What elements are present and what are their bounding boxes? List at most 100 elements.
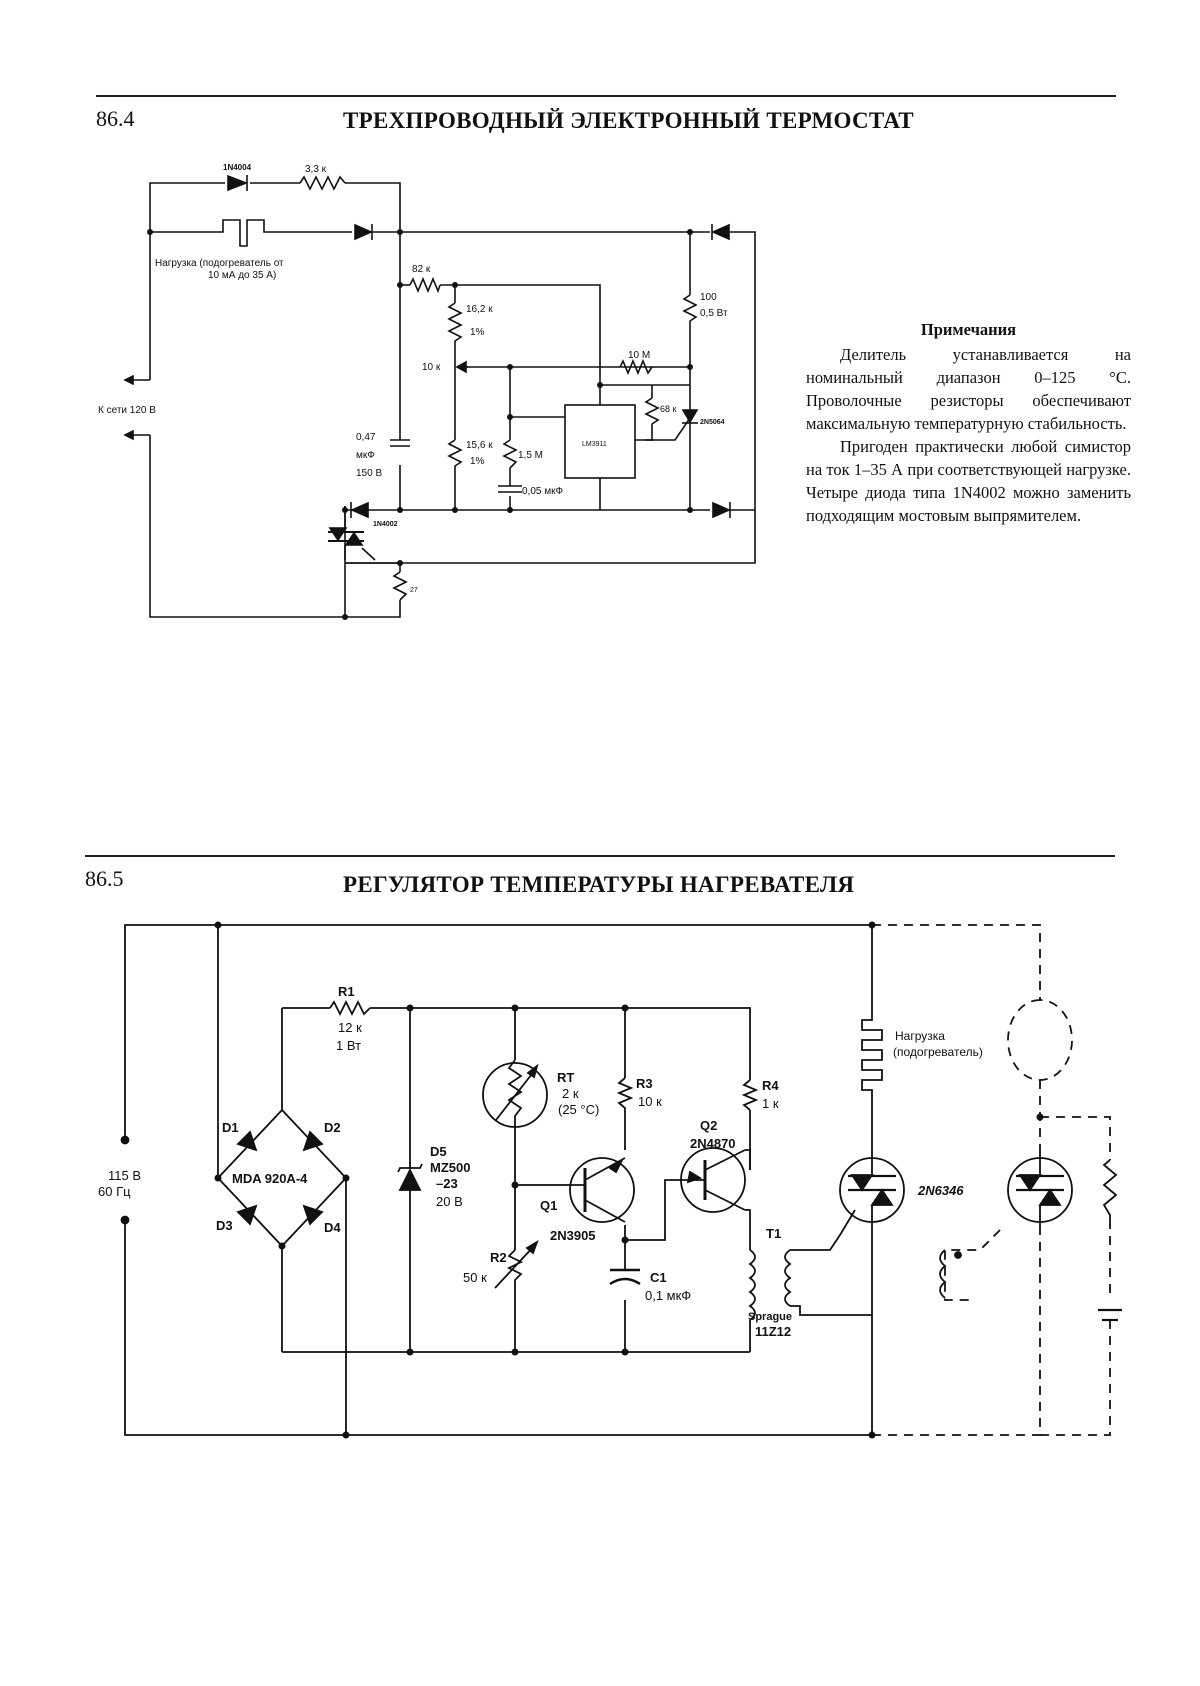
transistor-q1 <box>569 1157 635 1223</box>
label-100: 100 <box>700 292 717 303</box>
resistor-15-6k <box>447 439 463 470</box>
scr-2n5064 <box>681 409 699 424</box>
label-r2: R2 <box>490 1250 507 1265</box>
label-triac: 2N6346 <box>917 1183 964 1198</box>
diode-d1 <box>236 1130 258 1152</box>
label-mains-120: К сети 120 В <box>98 405 156 416</box>
label-r1-watt: 1 Вт <box>336 1038 361 1053</box>
section-title-2: РЕГУЛЯТОР ТЕМПЕРАТУРЫ НАГРЕВАТЕЛЯ <box>343 872 855 897</box>
label-load-2: (подогреватель) <box>893 1045 983 1059</box>
label-rt-value: 2 к <box>562 1086 579 1101</box>
label-0-47: 0,47 <box>356 432 376 443</box>
diode-d2-bridge <box>302 1130 324 1152</box>
diode-d3 <box>711 223 730 241</box>
label-c1-value: 0,1 мкФ <box>645 1288 691 1303</box>
notes-paragraph-2: Пригоден практически любой симистор на т… <box>806 437 1131 525</box>
triac-main <box>328 527 364 546</box>
label-15-6k-tol: 1% <box>470 456 485 467</box>
label-d5: D5 <box>430 1144 447 1159</box>
section-number-1: 86.4 <box>96 106 135 131</box>
load-heater-2 <box>861 1010 883 1150</box>
label-r1: R1 <box>338 984 355 999</box>
resistor-68k <box>644 397 660 428</box>
zener-d5 <box>397 1163 423 1191</box>
resistor-16-2k <box>447 302 463 345</box>
label-1n4004: 1N4004 <box>223 163 252 172</box>
header-rule-1 <box>96 95 1116 97</box>
section-title-1: ТРЕХПРОВОДНЫЙ ЭЛЕКТРОННЫЙ ТЕРМОСТАТ <box>343 108 914 133</box>
wire-d3 <box>345 231 756 564</box>
notes-paragraph-1: Делитель устанавливается на номинальный … <box>806 345 1131 433</box>
label-d1: D1 <box>222 1120 239 1135</box>
resistor-r2 <box>506 1249 524 1285</box>
load-heater <box>218 219 270 247</box>
coil-alt <box>939 1249 947 1299</box>
label-mains-v: 115 В <box>108 1168 141 1183</box>
diode-d3-bridge <box>236 1204 258 1226</box>
section-number-2: 86.5 <box>85 866 124 891</box>
resistor-27 <box>392 571 408 601</box>
label-d5-volt: 20 В <box>436 1194 463 1209</box>
diode-1n4004 <box>227 174 249 192</box>
label-q1-value: 2N3905 <box>550 1228 596 1243</box>
label-d3: D3 <box>216 1218 233 1233</box>
label-d5-value: MZ500 <box>430 1160 470 1175</box>
diode-d4 <box>302 1204 324 1226</box>
label-load2: 10 мА до 35 А) <box>208 270 276 281</box>
label-0-47-uf: мкФ <box>356 450 375 461</box>
label-pot-10k: 10 к <box>422 362 441 373</box>
label-q2: Q2 <box>700 1118 717 1133</box>
resistor-3-3k <box>299 175 346 191</box>
label-0-05uf: 0,05 мкФ <box>522 486 563 497</box>
label-load: Нагрузка <box>895 1029 945 1043</box>
label-1n4002: 1N4002 <box>373 521 398 528</box>
label-d4: D4 <box>324 1220 341 1235</box>
label-d5-value2: –23 <box>436 1176 458 1191</box>
notes-heading: Примечания <box>920 320 1017 339</box>
label-r3: R3 <box>636 1076 653 1091</box>
wire-r33-right <box>345 182 401 232</box>
diode-d2 <box>354 223 373 241</box>
label-c1: C1 <box>650 1270 667 1285</box>
label-load: Нагрузка (подогреватель от <box>155 258 284 269</box>
resistor-r4 <box>741 1079 759 1111</box>
label-q1: Q1 <box>540 1198 557 1213</box>
label-rt: RT <box>557 1070 574 1085</box>
label-100-w: 0,5 Вт <box>700 308 728 319</box>
notes-block: Примечания Делитель устанавливается на н… <box>806 318 1131 527</box>
label-82k: 82 к <box>412 264 431 275</box>
label-r2-value: 50 к <box>463 1270 487 1285</box>
label-r1-value: 12 к <box>338 1020 362 1035</box>
header-rule-2 <box>85 855 1115 857</box>
label-r3-value: 10 к <box>638 1094 662 1109</box>
transformer-t1-primary <box>748 1249 756 1321</box>
resistor-100 <box>682 294 698 325</box>
label-t1-maker: Sprague <box>748 1311 792 1323</box>
dashed-alt-circuit <box>872 924 1111 1436</box>
resistor-82k <box>409 276 441 294</box>
label-r4: R4 <box>762 1078 779 1093</box>
resistor-r1 <box>329 999 371 1017</box>
resistor-alt <box>1102 1159 1118 1220</box>
resistor-1-5m <box>502 439 518 469</box>
label-bridge: MDA 920A-4 <box>232 1171 308 1186</box>
label-68k: 68 к <box>660 404 677 414</box>
label-15-6k: 15,6 к <box>466 440 493 451</box>
wire-left-bottom <box>149 435 345 618</box>
label-d2: D2 <box>324 1120 341 1135</box>
label-27: 27 <box>410 587 418 594</box>
label-t1: T1 <box>766 1226 781 1241</box>
label-16-2k-tol: 1% <box>470 327 485 338</box>
label-0-47-v: 150 В <box>356 468 382 479</box>
transformer-t1-secondary <box>784 1249 792 1307</box>
label-1-5m: 1,5 М <box>518 450 543 461</box>
wire-bottom-main <box>124 1220 873 1436</box>
label-r4-value: 1 к <box>762 1096 779 1111</box>
diode-d5 <box>712 501 731 519</box>
resistor-r3 <box>616 1077 634 1110</box>
label-t1-model: 11Z12 <box>755 1324 791 1339</box>
label-2n5064: 2N5064 <box>700 419 725 426</box>
resistor-10m <box>619 358 653 376</box>
